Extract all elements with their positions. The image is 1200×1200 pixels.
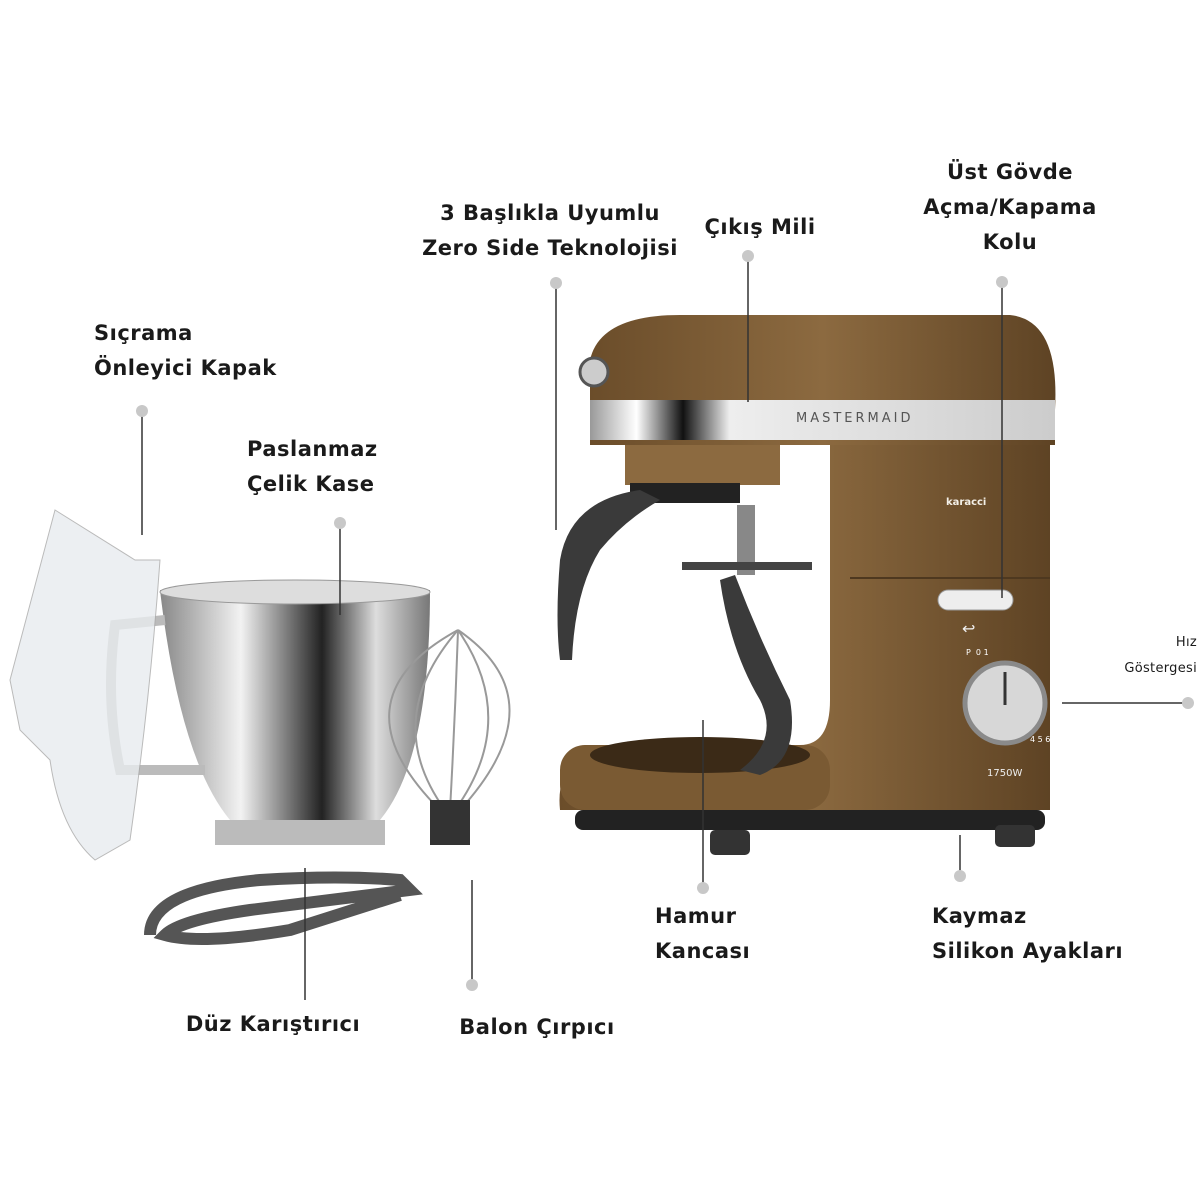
dial-marks-low: 4 5 6	[1030, 735, 1051, 744]
stand-mixer: ↩	[557, 315, 1056, 855]
svg-text:↩: ↩	[962, 619, 975, 638]
dough-hook	[720, 575, 792, 775]
whisk-hub	[430, 800, 470, 845]
label-output-shaft: Çıkış Mili	[704, 215, 816, 239]
silicone-foot	[710, 830, 750, 855]
label-balloon-whisk: Balon Çırpıcı	[459, 1015, 615, 1039]
power-rating: 1750W	[987, 768, 1023, 779]
brand-logo: karacci	[946, 497, 987, 508]
model-name: MASTERMAID	[796, 411, 914, 426]
balloon-whisk	[388, 629, 511, 811]
dial-marks: P 0 1	[966, 648, 989, 657]
splash-guard	[9, 509, 161, 861]
splash-arm	[557, 490, 660, 660]
head-knob-icon	[578, 356, 610, 388]
head-lock-lever[interactable]	[937, 589, 1014, 611]
label-flat-beater: Düz Karıştırıcı	[185, 1012, 361, 1036]
silicone-foot	[995, 825, 1035, 847]
leader-lines	[141, 256, 1188, 1000]
flat-beater	[144, 871, 423, 945]
callout-dots	[136, 250, 1194, 991]
steel-bowl	[106, 579, 431, 845]
